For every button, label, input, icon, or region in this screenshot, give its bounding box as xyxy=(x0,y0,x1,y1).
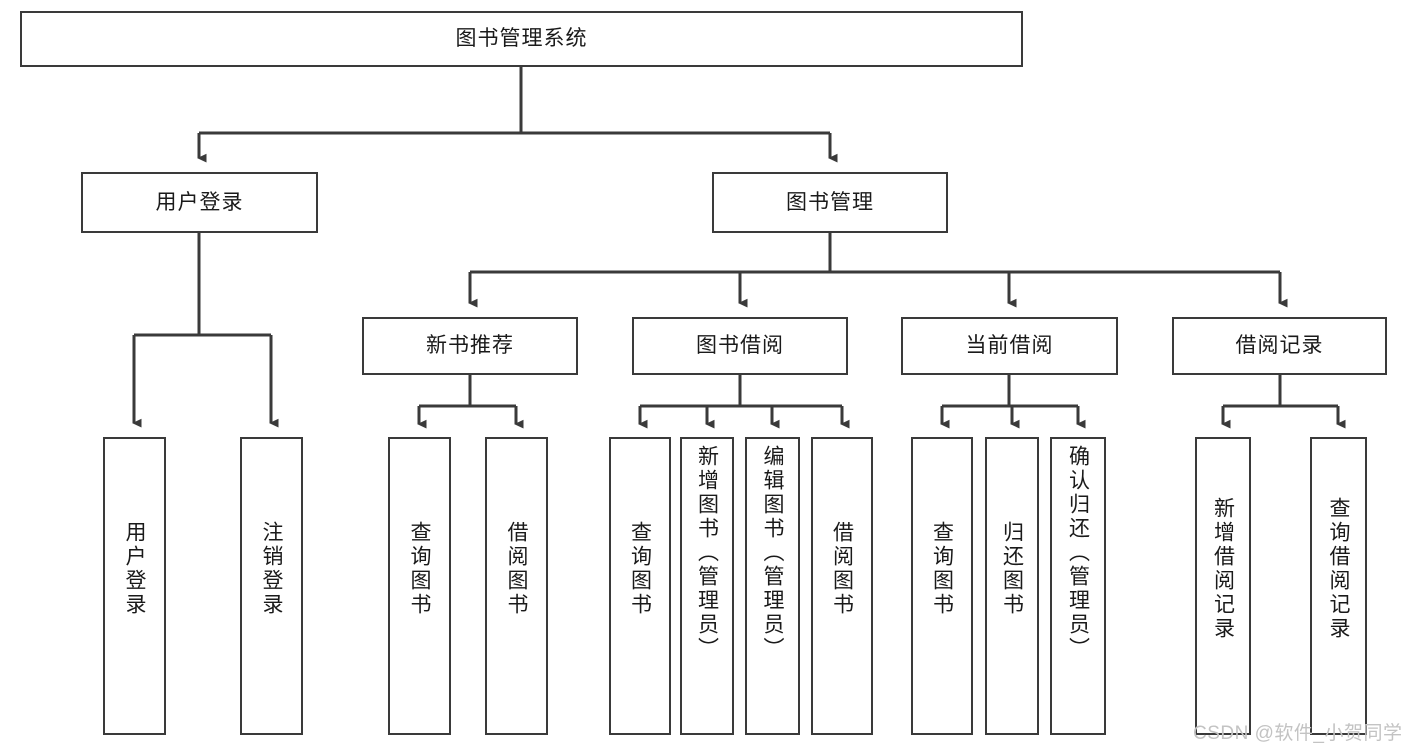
node-book-manage[interactable]: 图书管理 xyxy=(712,172,948,233)
node-borrow-record[interactable]: 借阅记录 xyxy=(1172,317,1387,375)
leaf-query-book-1[interactable]: 查询图书 xyxy=(388,437,451,735)
node-root-label: 图书管理系统 xyxy=(455,27,588,51)
leaf-query-book-2[interactable]: 查询图书 xyxy=(609,437,671,735)
node-root[interactable]: 图书管理系统 xyxy=(20,11,1023,67)
leaf-add-book-label: 新增图书（管理员） xyxy=(695,445,719,661)
node-book-borrow-label: 图书借阅 xyxy=(696,334,784,358)
leaf-borrow-book-1[interactable]: 借阅图书 xyxy=(485,437,548,735)
leaf-return-book[interactable]: 归还图书 xyxy=(985,437,1039,735)
node-book-borrow[interactable]: 图书借阅 xyxy=(632,317,848,375)
leaf-edit-book[interactable]: 编辑图书（管理员） xyxy=(745,437,800,735)
leaf-query-book-3-label: 查询图书 xyxy=(930,521,954,617)
leaf-add-book[interactable]: 新增图书（管理员） xyxy=(680,437,734,735)
node-current-borrow-label: 当前借阅 xyxy=(965,334,1054,358)
leaf-logout[interactable]: 注销登录 xyxy=(240,437,303,735)
leaf-confirm-return-label: 确认归还（管理员） xyxy=(1066,445,1090,661)
node-new-book-recommend[interactable]: 新书推荐 xyxy=(362,317,578,375)
leaf-return-book-label: 归还图书 xyxy=(1000,521,1024,617)
leaf-user-login[interactable]: 用户登录 xyxy=(103,437,166,735)
leaf-borrow-book-2-label: 借阅图书 xyxy=(830,521,854,617)
leaf-borrow-book-2[interactable]: 借阅图书 xyxy=(811,437,873,735)
leaf-add-record[interactable]: 新增借阅记录 xyxy=(1195,437,1251,735)
leaf-query-book-2-label: 查询图书 xyxy=(628,521,652,617)
leaf-borrow-book-1-label: 借阅图书 xyxy=(505,521,528,617)
leaf-user-login-label: 用户登录 xyxy=(123,521,146,617)
node-current-borrow[interactable]: 当前借阅 xyxy=(901,317,1118,375)
node-book-manage-label: 图书管理 xyxy=(786,190,874,214)
node-user-login-label: 用户登录 xyxy=(155,190,244,214)
leaf-edit-book-label: 编辑图书（管理员） xyxy=(761,445,784,661)
csdn-watermark: CSDN @软件_小贺同学 xyxy=(1193,723,1403,744)
leaf-logout-label: 注销登录 xyxy=(260,521,283,617)
node-new-book-recommend-label: 新书推荐 xyxy=(426,334,514,358)
leaf-query-book-3[interactable]: 查询图书 xyxy=(911,437,973,735)
node-user-login[interactable]: 用户登录 xyxy=(81,172,318,233)
node-borrow-record-label: 借阅记录 xyxy=(1235,334,1324,358)
leaf-add-record-label: 新增借阅记录 xyxy=(1211,497,1235,641)
leaf-query-record-label: 查询借阅记录 xyxy=(1327,497,1350,641)
leaf-query-record[interactable]: 查询借阅记录 xyxy=(1310,437,1367,735)
leaf-confirm-return[interactable]: 确认归还（管理员） xyxy=(1050,437,1106,735)
leaf-query-book-1-label: 查询图书 xyxy=(408,521,431,617)
